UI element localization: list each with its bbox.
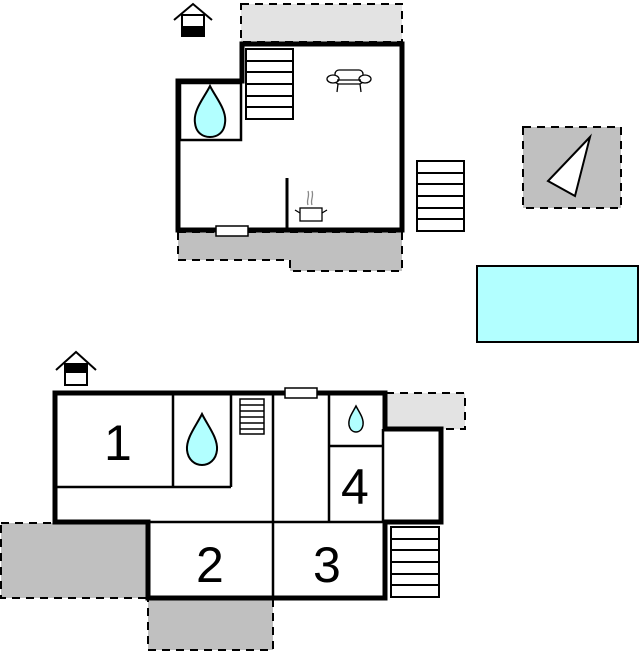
armchair-icon — [326, 69, 372, 93]
small-water-drop-icon — [348, 404, 364, 433]
swimming-pool — [476, 265, 639, 343]
water-drop-icon — [193, 83, 227, 139]
window-icon — [215, 225, 249, 237]
room-4-label: 4 — [341, 459, 369, 515]
lower-floor: 1 2 3 4 — [0, 350, 466, 651]
lower-terrace-bottom — [147, 597, 274, 651]
staircase-icon — [245, 48, 294, 120]
water-drop-icon — [185, 411, 219, 467]
window-icon — [284, 387, 318, 399]
room-3-label: 3 — [313, 537, 341, 593]
outdoor-staircase-icon — [416, 160, 465, 232]
compass-pointer-icon — [546, 133, 592, 198]
interior-walls — [57, 393, 385, 598]
house-floor-icon — [55, 350, 97, 386]
upper-floor — [173, 2, 405, 272]
lower-terrace-right — [385, 392, 466, 430]
lower-staircase-icon — [239, 398, 265, 435]
house-floor-icon — [173, 2, 213, 37]
outdoor — [416, 126, 639, 343]
upper-terrace-bottom — [177, 231, 403, 272]
room-2-label: 2 — [196, 537, 224, 593]
lower-outdoor-staircase-icon — [390, 526, 440, 598]
room-1-label: 1 — [104, 415, 132, 471]
lower-terrace-left — [0, 522, 149, 599]
upper-terrace-top — [240, 3, 403, 43]
cooking-pot-icon — [294, 190, 328, 222]
